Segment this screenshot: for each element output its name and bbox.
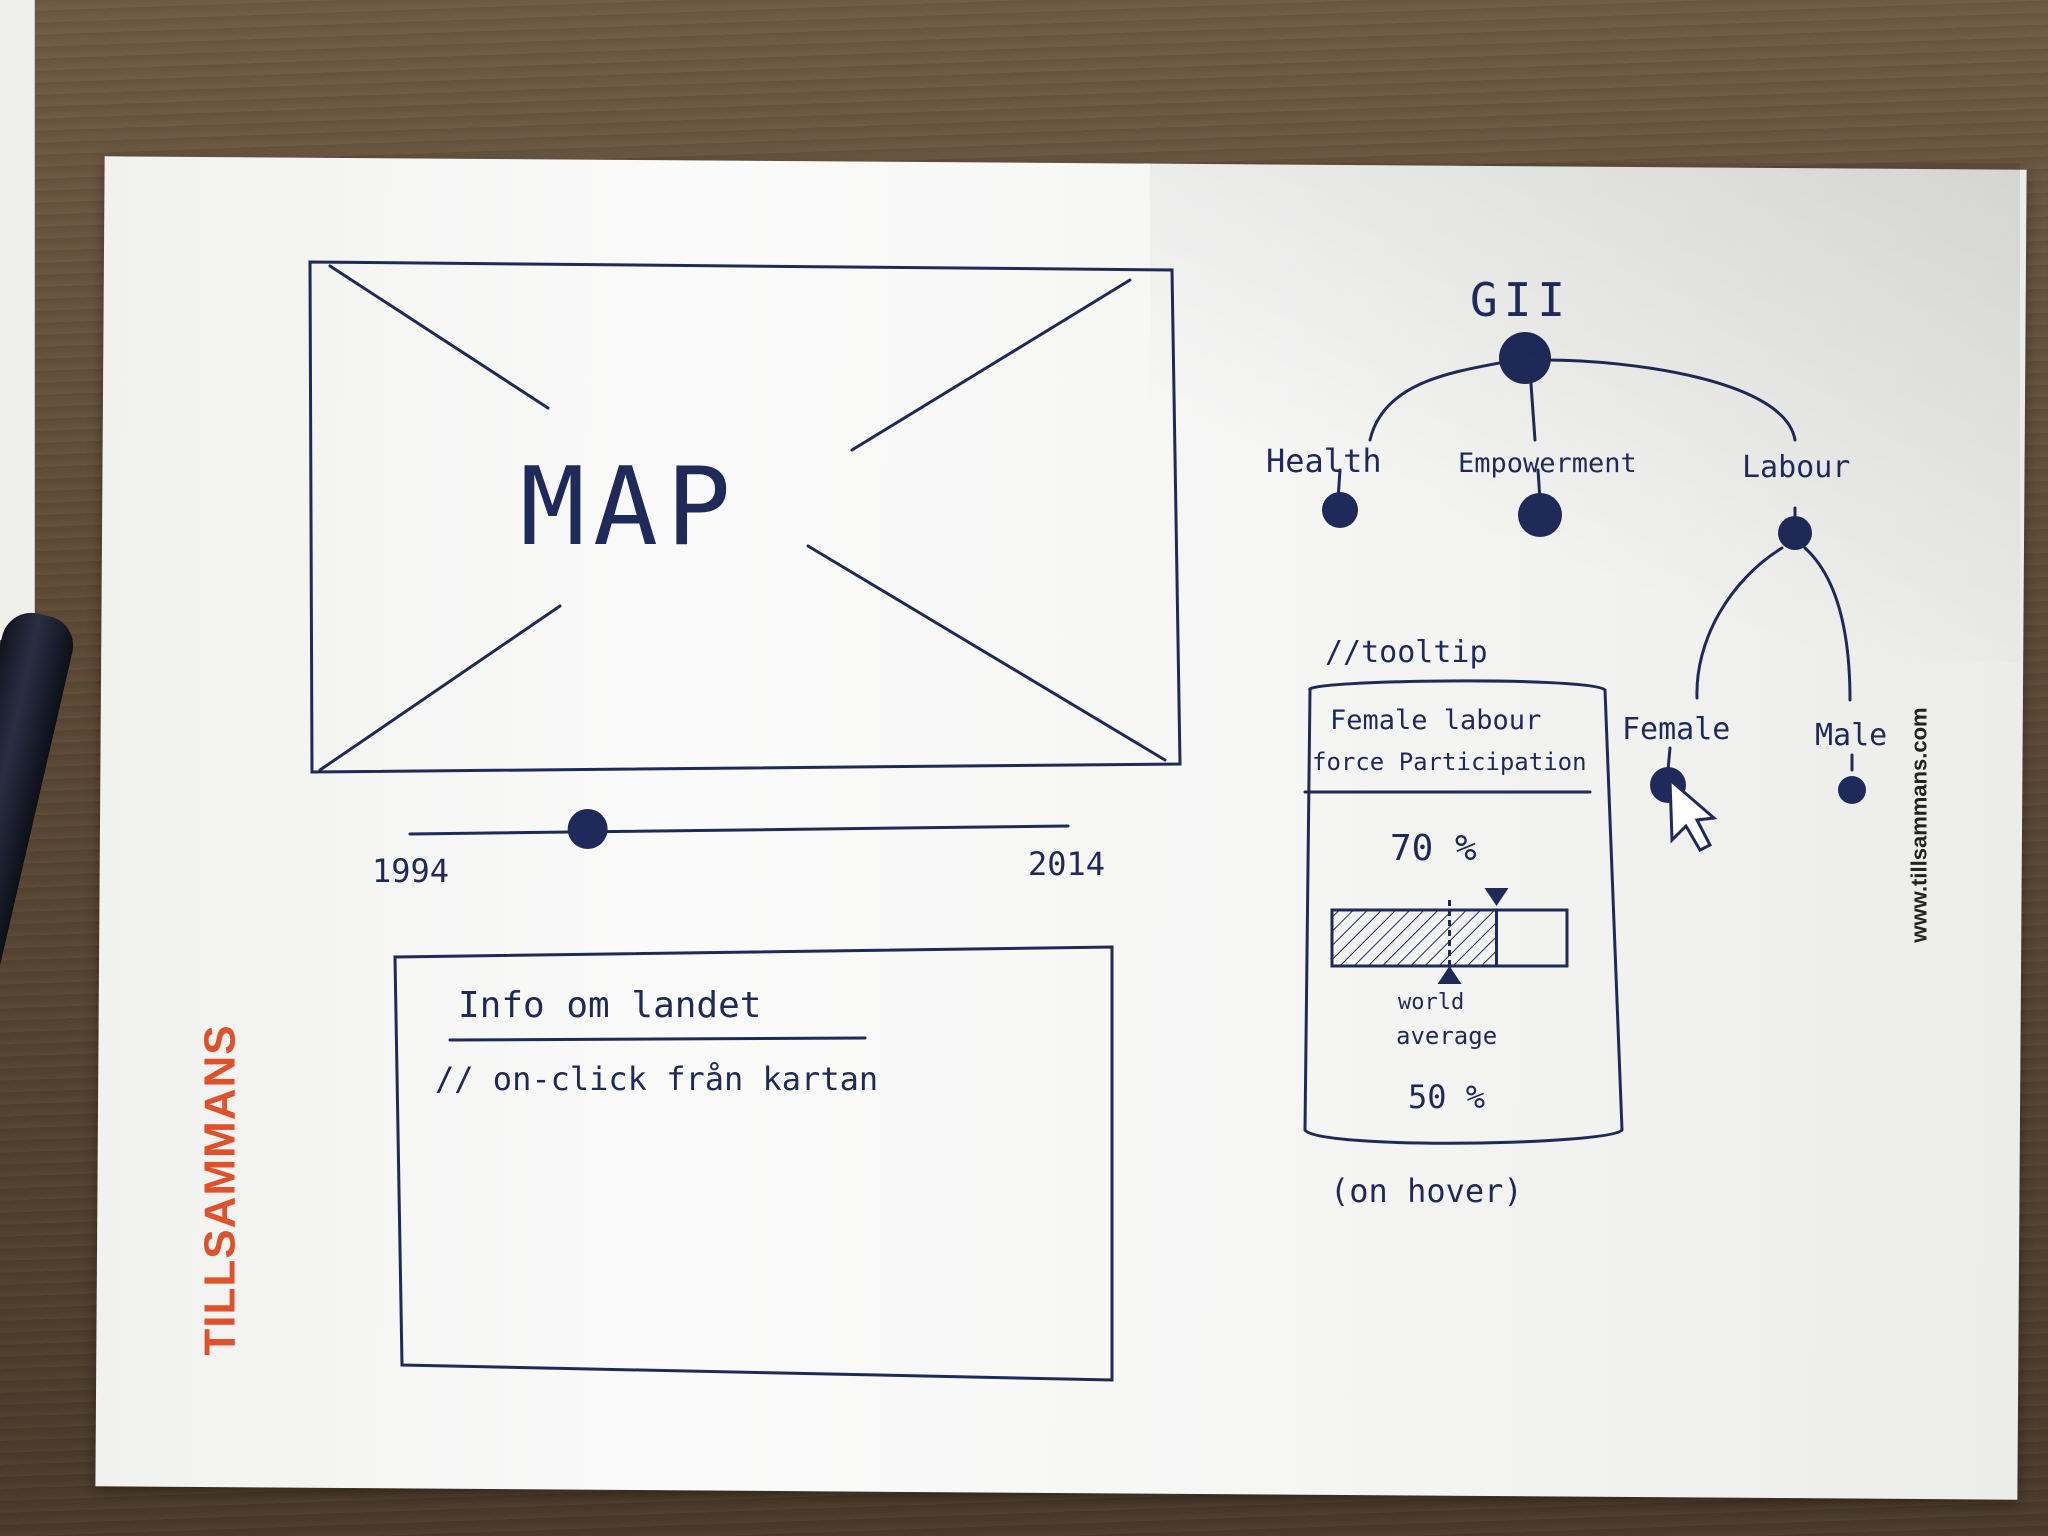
timeline-thumb[interactable] (567, 809, 608, 849)
male-node[interactable] (1838, 776, 1866, 804)
gii-root-label: GII (1470, 273, 1572, 327)
world-average-label-line2: average (1396, 1022, 1498, 1050)
world-average-value: 50 % (1408, 1078, 1486, 1116)
map-placeholder[interactable] (308, 260, 1182, 774)
value-marker-icon (1484, 888, 1509, 906)
gii-root-node[interactable] (1499, 332, 1551, 384)
tooltip-title-line1: Female labour (1330, 705, 1542, 736)
labour-label: Labour (1742, 450, 1851, 485)
world-average-label-line1: world (1398, 990, 1465, 1015)
info-panel-note: // on-click från kartan (435, 1060, 879, 1098)
timeline-track[interactable] (408, 824, 1070, 836)
participation-bar-fill (1330, 908, 1498, 968)
info-panel-border (393, 945, 1114, 1382)
timeline-end-label: 2014 (1028, 845, 1106, 883)
tooltip-value: 70 % (1390, 828, 1477, 869)
average-marker-icon (1437, 966, 1462, 984)
info-panel-title: Info om landet (458, 985, 762, 1026)
timeline-start-label: 1994 (372, 852, 450, 890)
tooltip-trigger-note: (on hover) (1330, 1172, 1523, 1210)
tooltip-title-line2: force Participation (1312, 748, 1587, 776)
map-label: MAP (520, 445, 740, 570)
tillsammans-url: www.tillsammans.com (1907, 707, 1932, 943)
male-label: Male (1815, 718, 1888, 753)
participation-bar (1330, 888, 1569, 984)
empowerment-label: Empowerment (1458, 448, 1637, 479)
tooltip-comment: //tooltip (1325, 635, 1488, 670)
side-paper-sheet (0, 0, 35, 640)
health-node[interactable] (1322, 492, 1358, 528)
cursor-icon (1668, 776, 1718, 852)
empowerment-node[interactable] (1518, 493, 1562, 537)
health-label: Health (1266, 442, 1382, 480)
female-label: Female (1622, 712, 1731, 747)
labour-node[interactable] (1778, 516, 1812, 550)
info-title-underline (448, 1036, 867, 1042)
tillsammans-logo: TILLSAMMANS (196, 1024, 245, 1356)
tooltip-box (1303, 679, 1624, 1145)
